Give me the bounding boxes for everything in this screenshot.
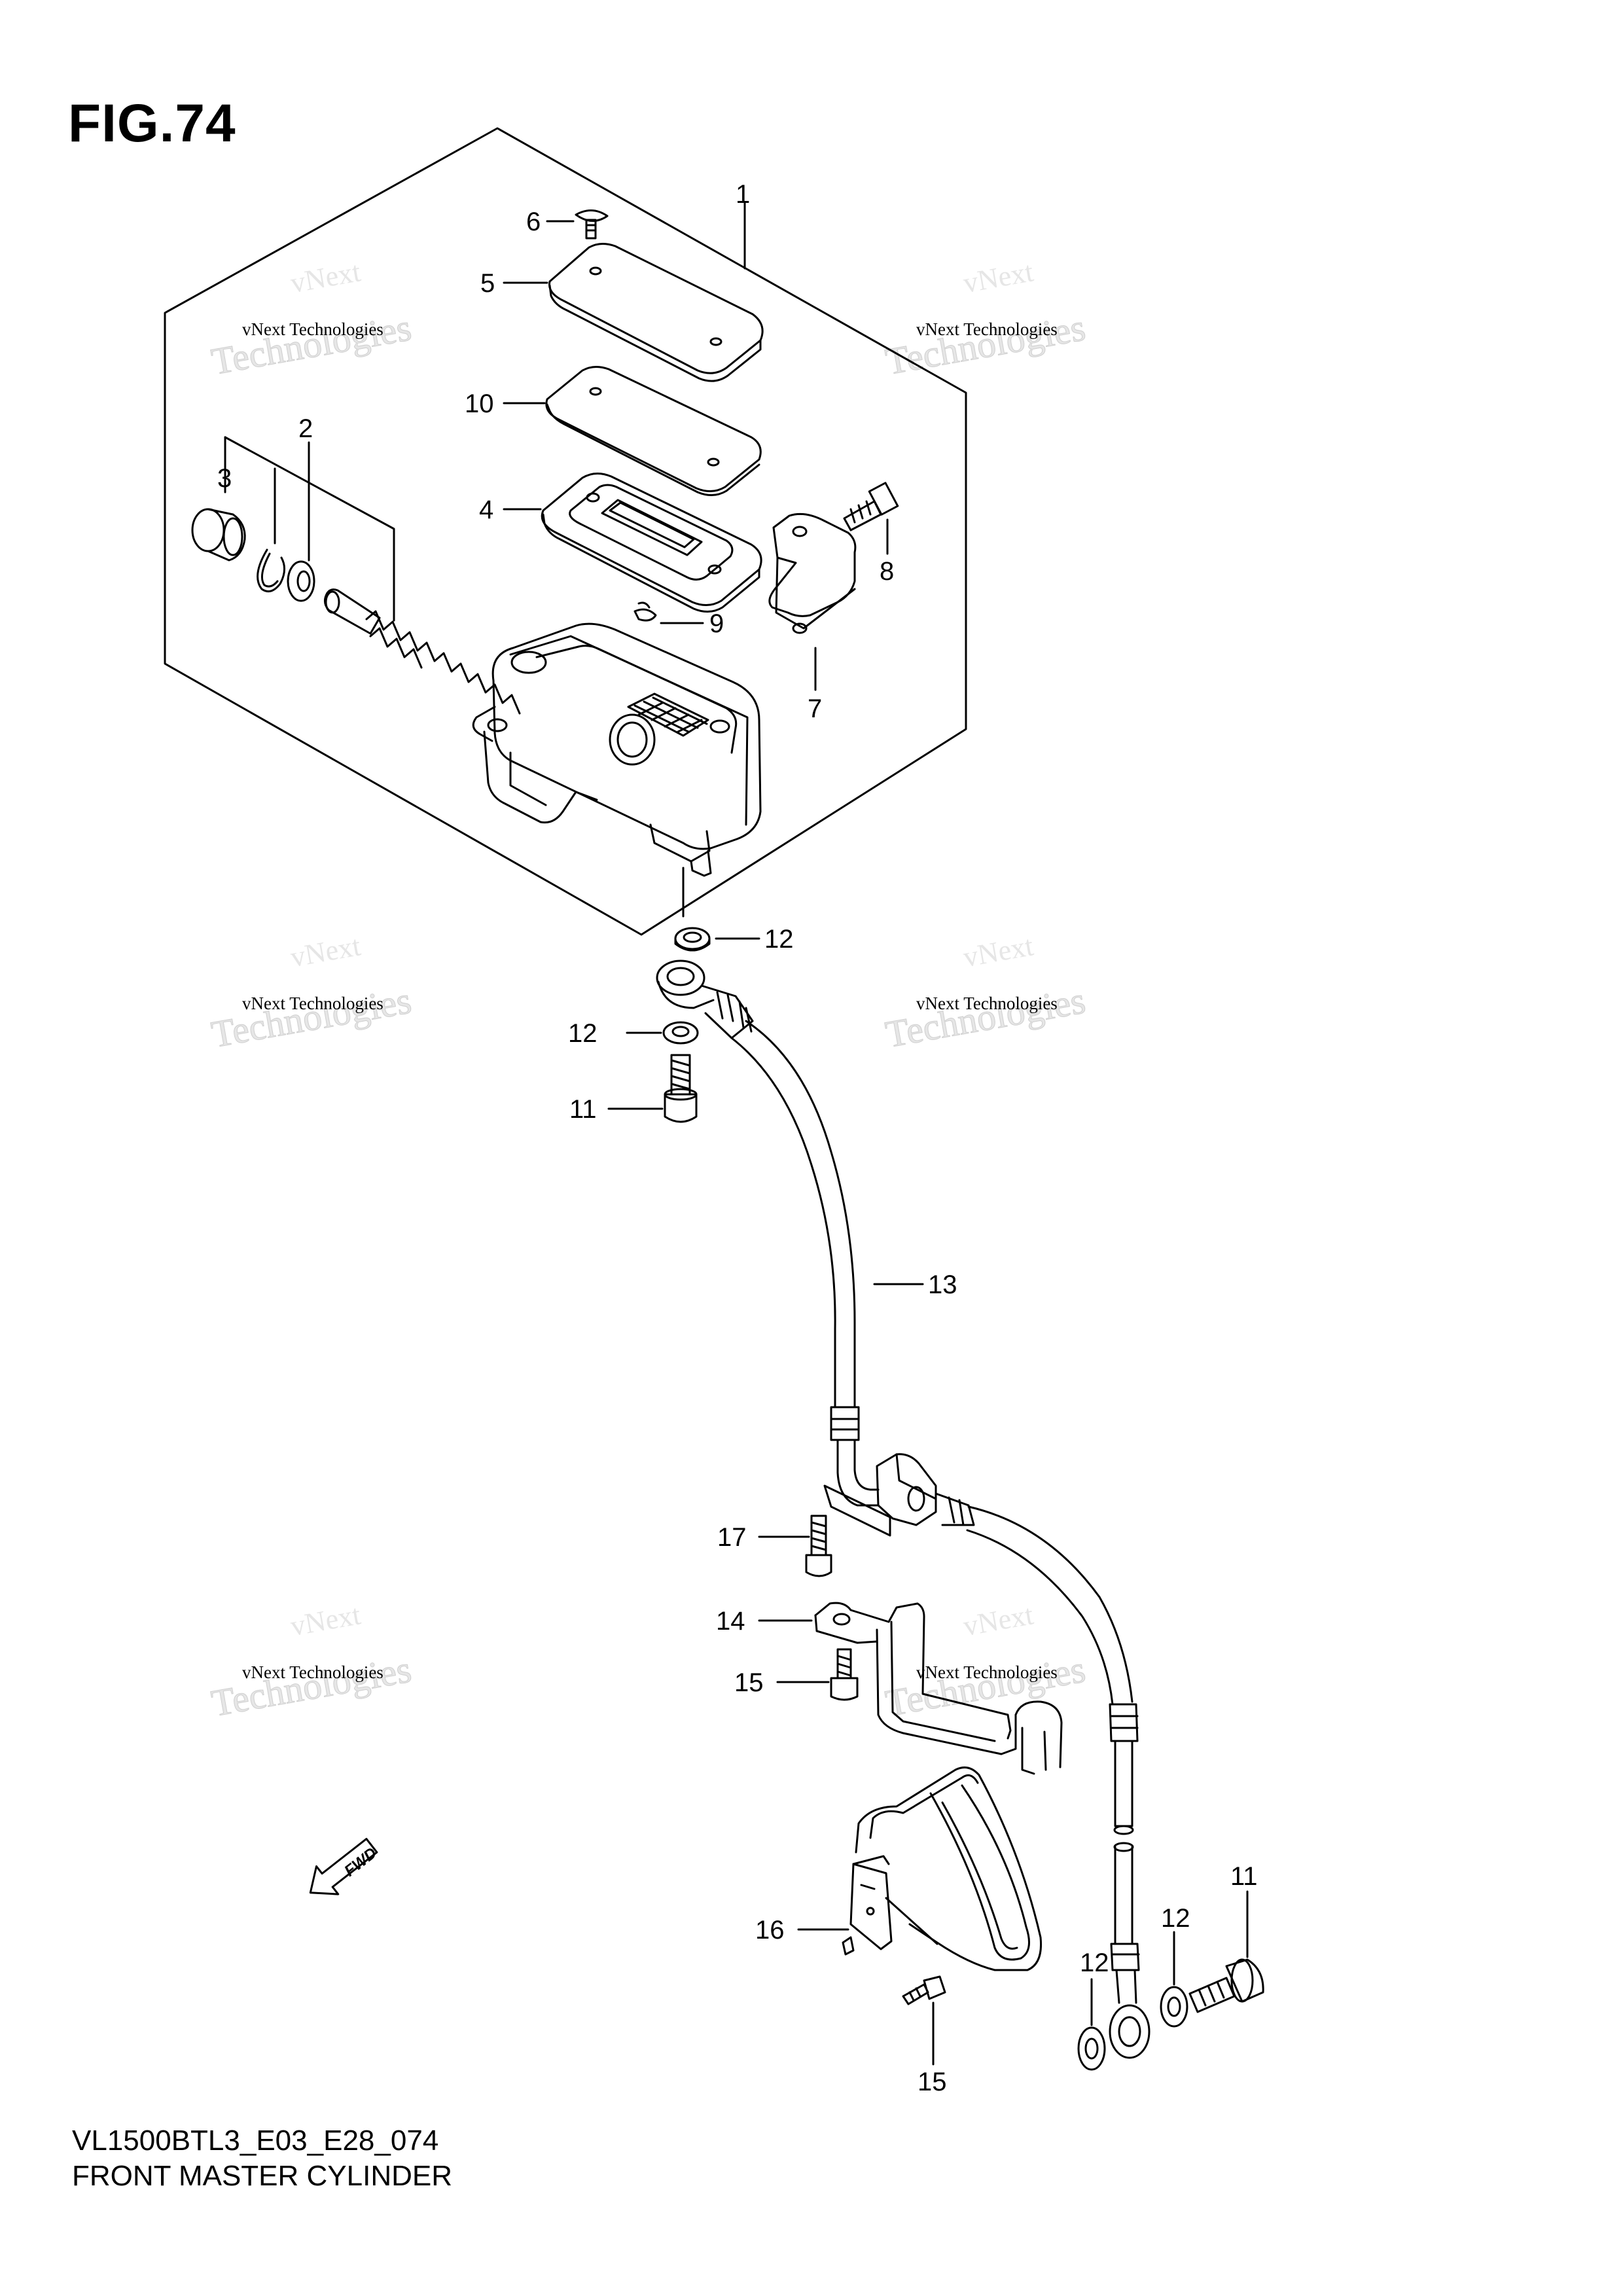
part-12-washer-mid bbox=[662, 1021, 699, 1045]
part-11-banjo-bolt-lower bbox=[1188, 1958, 1264, 2013]
callout-12: 12 bbox=[1080, 1948, 1109, 1977]
part-13-hose-junction bbox=[823, 1453, 937, 1537]
callout-17: 17 bbox=[717, 1523, 747, 1552]
part-13-banjo-fitting bbox=[656, 960, 754, 1039]
callout-11: 11 bbox=[1230, 1862, 1258, 1891]
part-11-banjo-bolt bbox=[664, 1054, 698, 1123]
part-17-bolt bbox=[805, 1515, 832, 1577]
part-6-screw bbox=[575, 209, 609, 240]
callout-4: 4 bbox=[479, 495, 493, 524]
callout-14: 14 bbox=[716, 1607, 745, 1636]
figure-code: VL1500BTL3_E03_E28_074 bbox=[72, 2125, 439, 2157]
callout-12: 12 bbox=[1161, 1904, 1190, 1933]
callout-13: 13 bbox=[928, 1270, 957, 1299]
part-13-lower-hose bbox=[935, 1492, 1150, 2059]
part-2-washer bbox=[287, 560, 315, 602]
part-12-washer-top bbox=[674, 927, 711, 952]
part-1-master-cylinder-body bbox=[472, 622, 762, 877]
part-12-washer-lower-left bbox=[1077, 2026, 1106, 2071]
part-circlip bbox=[257, 548, 285, 593]
part-13-brake-hose bbox=[730, 1020, 880, 1507]
part-9-clip bbox=[633, 601, 657, 622]
callout-15: 15 bbox=[918, 2068, 947, 2096]
part-piston-spring bbox=[324, 588, 521, 715]
callout-10: 10 bbox=[465, 389, 494, 418]
figure-name: FRONT MASTER CYLINDER bbox=[72, 2160, 453, 2192]
part-8-bolt bbox=[843, 482, 899, 531]
callout-11: 11 bbox=[569, 1095, 597, 1124]
fwd-arrow-icon bbox=[309, 1838, 378, 1895]
part-15-bolt-lower bbox=[902, 1975, 946, 2005]
callout-3: 3 bbox=[217, 464, 232, 493]
callout-15: 15 bbox=[734, 1668, 764, 1697]
callout-5: 5 bbox=[480, 269, 495, 298]
part-16-hose-guide bbox=[842, 1766, 1043, 1971]
callout-9: 9 bbox=[709, 609, 724, 638]
callout-2: 2 bbox=[298, 414, 313, 443]
callout-8: 8 bbox=[880, 557, 894, 586]
callout-1: 1 bbox=[736, 180, 750, 209]
part-5-reservoir-cap bbox=[548, 243, 764, 382]
part-7-clamp bbox=[768, 512, 857, 634]
assembly-outline bbox=[164, 127, 967, 936]
leader-bracket bbox=[224, 436, 395, 622]
callout-16: 16 bbox=[755, 1916, 785, 1945]
callout-6: 6 bbox=[526, 207, 541, 236]
figure-title: FIG.74 bbox=[68, 94, 236, 153]
part-4-diaphragm bbox=[541, 473, 762, 613]
part-3-boot bbox=[191, 508, 246, 562]
part-12-washer-lower-right bbox=[1160, 1986, 1188, 2028]
callout-7: 7 bbox=[808, 694, 822, 723]
callout-12: 12 bbox=[764, 925, 794, 954]
part-14-bracket bbox=[814, 1602, 1063, 1775]
part-10-diaphragm-plate bbox=[545, 366, 762, 496]
part-15-bolt-upper bbox=[830, 1648, 859, 1701]
callout-12: 12 bbox=[568, 1019, 597, 1048]
